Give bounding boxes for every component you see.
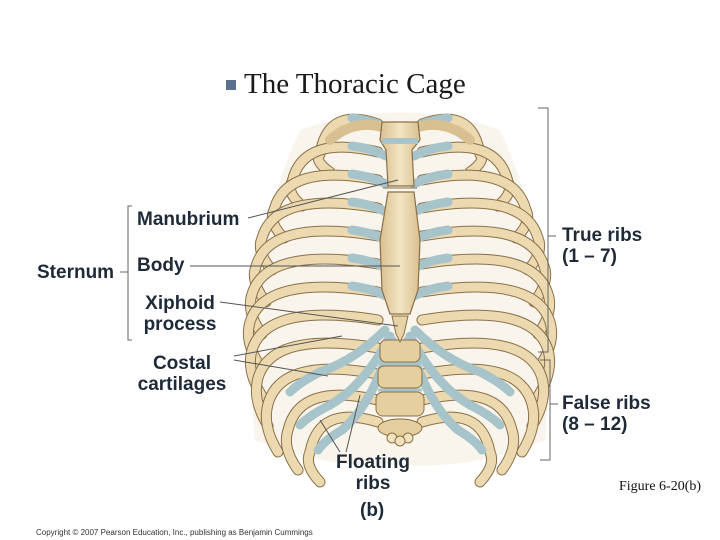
cartilage-left-9: [295, 331, 395, 430]
first-rib-arch: [325, 120, 475, 145]
cartilage-right-9: [405, 331, 505, 430]
rib-9-right: [417, 338, 549, 431]
floating-leader-2: [345, 394, 361, 453]
slide-title: The Thoracic Cage: [244, 67, 466, 100]
true-ribs-bracket: [538, 107, 549, 353]
label-panel-b: (b): [360, 500, 385, 521]
xiphoid-bone: [391, 315, 409, 344]
square-bullet-icon: [226, 80, 236, 90]
label-body: Body: [137, 255, 185, 276]
costal-leader-1: [233, 335, 343, 357]
label-costal-line2: cartilages: [137, 374, 227, 395]
label-floating-ribs: Floating ribs: [328, 452, 418, 494]
costal-cartilage-2-right: [409, 141, 453, 161]
label-false-ribs-line2: (8 – 12): [562, 414, 628, 435]
label-xiphoid-process: Xiphoid process: [140, 293, 220, 335]
label-floating-line1: Floating: [336, 452, 410, 473]
rib-9-left: [251, 338, 383, 431]
costal-cartilage-3-right: [409, 169, 453, 189]
label-manubrium: Manubrium: [137, 209, 240, 230]
label-false-ribs-line1: False ribs: [562, 393, 651, 414]
label-floating-line2: ribs: [355, 473, 391, 494]
figure-reference: Figure 6-20(b): [619, 479, 702, 494]
costal-cartilage-3-left: [347, 169, 391, 189]
rib-3-left: [267, 170, 383, 243]
label-xiphoid-line2: process: [143, 314, 217, 335]
cartilage-left-8: [285, 325, 390, 397]
rib-3-right: [417, 170, 533, 243]
title-row: The Thoracic Cage: [226, 66, 466, 102]
sternal-cartilage-strip: [382, 138, 418, 144]
sternum-body-bone: [379, 191, 421, 315]
xiphoid-leader: [219, 301, 399, 327]
label-true-ribs-line1: True ribs: [562, 225, 643, 246]
costal-cartilage-4-left: [347, 197, 391, 217]
costal-leader-2: [233, 359, 329, 377]
costal-cartilage-2-left: [347, 141, 391, 161]
label-xiphoid-line1: Xiphoid: [145, 293, 215, 314]
manubrium-leader: [247, 179, 399, 219]
label-true-ribs-line2: (1 – 7): [562, 246, 617, 267]
sternum: [379, 121, 421, 344]
cartilage-right-8: [410, 325, 515, 397]
false-ribs-bracket: [540, 359, 551, 461]
leader-lines: [190, 179, 400, 453]
label-costal-line1: Costal: [152, 353, 212, 374]
copyright-notice: Copyright © 2007 Pearson Education, Inc.…: [36, 528, 313, 537]
label-false-ribs: False ribs (8 – 12): [562, 393, 651, 435]
label-costal-cartilages: Costal cartilages: [130, 353, 234, 395]
brackets: [120, 107, 558, 461]
label-sternum: Sternum: [37, 262, 115, 283]
label-true-ribs: True ribs (1 – 7): [562, 225, 642, 267]
floating-leader-1: [319, 419, 341, 453]
vertebral-column: [375, 339, 425, 447]
sternum-bracket: [127, 205, 132, 341]
